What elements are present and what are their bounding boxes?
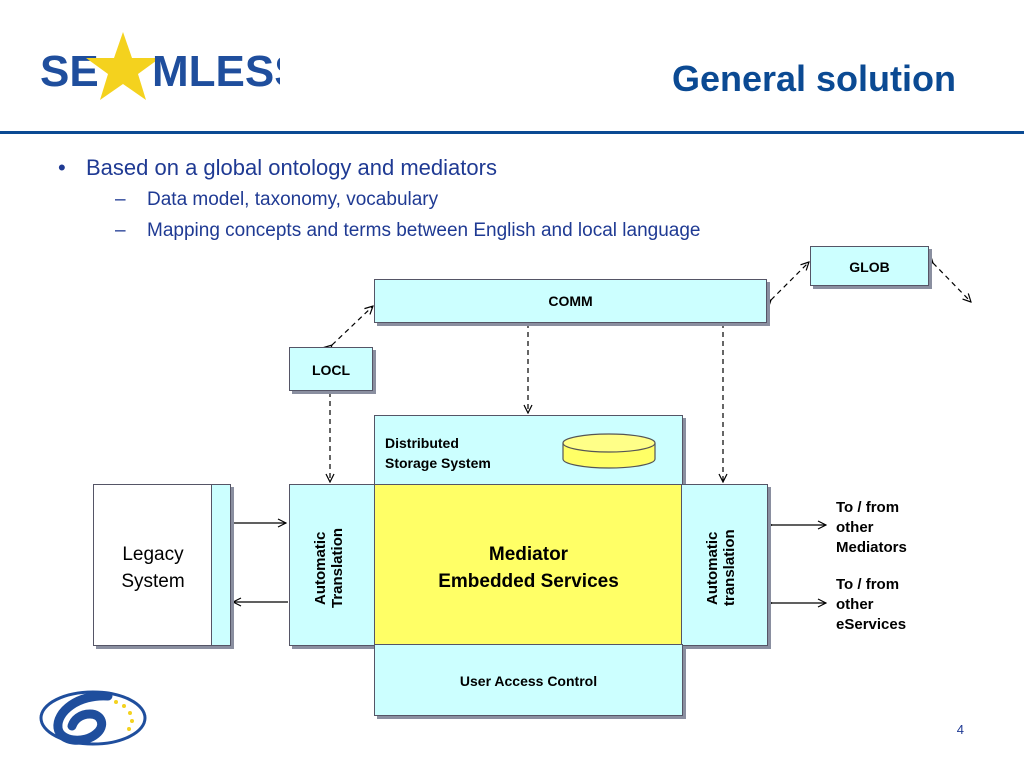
- glob-box: GLOB: [810, 246, 929, 286]
- mediators-note-line2: other: [836, 519, 874, 536]
- left-translation-label: Automatic Translation: [312, 523, 346, 613]
- bullet-sub-2: – Mapping concepts and terms between Eng…: [115, 220, 815, 244]
- mediator-box: Mediator Embedded Services: [374, 484, 683, 646]
- left-translation-line1: Automatic: [312, 531, 329, 605]
- legacy-line1: Legacy: [122, 544, 184, 565]
- star-icon: [86, 32, 160, 100]
- mediators-note-line1: To / from: [836, 499, 900, 516]
- locl-label: LOCL: [311, 362, 351, 378]
- storage-label: Distributed Storage System: [385, 433, 491, 473]
- locl-comm-link: [332, 306, 373, 345]
- comm-label: COMM: [548, 293, 593, 309]
- fp6-logo: [39, 690, 147, 746]
- user-access-label: User Access Control: [459, 673, 598, 689]
- mediator-line1: Mediator: [488, 544, 569, 565]
- eservices-note-line2: other: [836, 596, 874, 613]
- legacy-system-box: Legacy System: [93, 484, 231, 646]
- page-number: 4: [956, 722, 964, 737]
- logo-text-right: MLESS: [152, 47, 280, 96]
- bullet-dash: –: [115, 189, 126, 210]
- right-translation-line1: Automatic: [704, 531, 721, 605]
- left-translation-line2: Translation: [329, 527, 346, 609]
- mediator-label: Mediator Embedded Services: [375, 541, 682, 595]
- database-icon: [562, 433, 656, 469]
- legacy-system-label: Legacy System: [94, 541, 212, 595]
- page-title: General solution: [671, 58, 956, 99]
- logo-text-left: SE: [40, 47, 99, 96]
- bullet-main-text: Based on a global ontology and mediators: [86, 155, 497, 180]
- comm-box: COMM: [374, 279, 767, 323]
- right-translation-label: Automatic translation: [704, 523, 738, 613]
- bullet-sub-1: – Data model, taxonomy, vocabulary: [115, 189, 815, 213]
- bullet-dash: –: [115, 220, 126, 241]
- legacy-system-port: [211, 485, 230, 645]
- mediators-note-line3: Mediators: [836, 539, 907, 556]
- right-translation-line2: translation: [721, 529, 738, 607]
- mediator-line2: Embedded Services: [438, 571, 619, 592]
- left-translation-box: Automatic Translation: [289, 484, 376, 646]
- bullet-dot: •: [58, 155, 66, 180]
- eservices-note-line1: To / from: [836, 576, 900, 593]
- bullet-main: • Based on a global ontology and mediato…: [58, 155, 658, 185]
- user-access-box: User Access Control: [374, 644, 683, 716]
- mediators-note: To / from other Mediators: [836, 498, 907, 558]
- right-translation-box: Automatic translation: [681, 484, 768, 646]
- bullet-sub-2-text: Mapping concepts and terms between Engli…: [147, 220, 701, 241]
- storage-box: Distributed Storage System: [374, 415, 683, 485]
- eservices-note: To / from other eServices: [836, 575, 906, 635]
- storage-label-line2: Storage System: [385, 455, 491, 471]
- eservices-note-line3: eServices: [836, 616, 907, 633]
- seamless-logo: SE MLESS: [40, 28, 304, 108]
- glob-label: GLOB: [849, 259, 890, 275]
- header-divider: [0, 131, 1024, 134]
- locl-box: LOCL: [289, 347, 373, 391]
- storage-label-line1: Distributed: [385, 435, 459, 451]
- glob-comm-link: [771, 262, 809, 300]
- glob-external-link: [933, 263, 971, 302]
- legacy-line2: System: [121, 571, 185, 592]
- bullet-sub-1-text: Data model, taxonomy, vocabulary: [147, 189, 439, 210]
